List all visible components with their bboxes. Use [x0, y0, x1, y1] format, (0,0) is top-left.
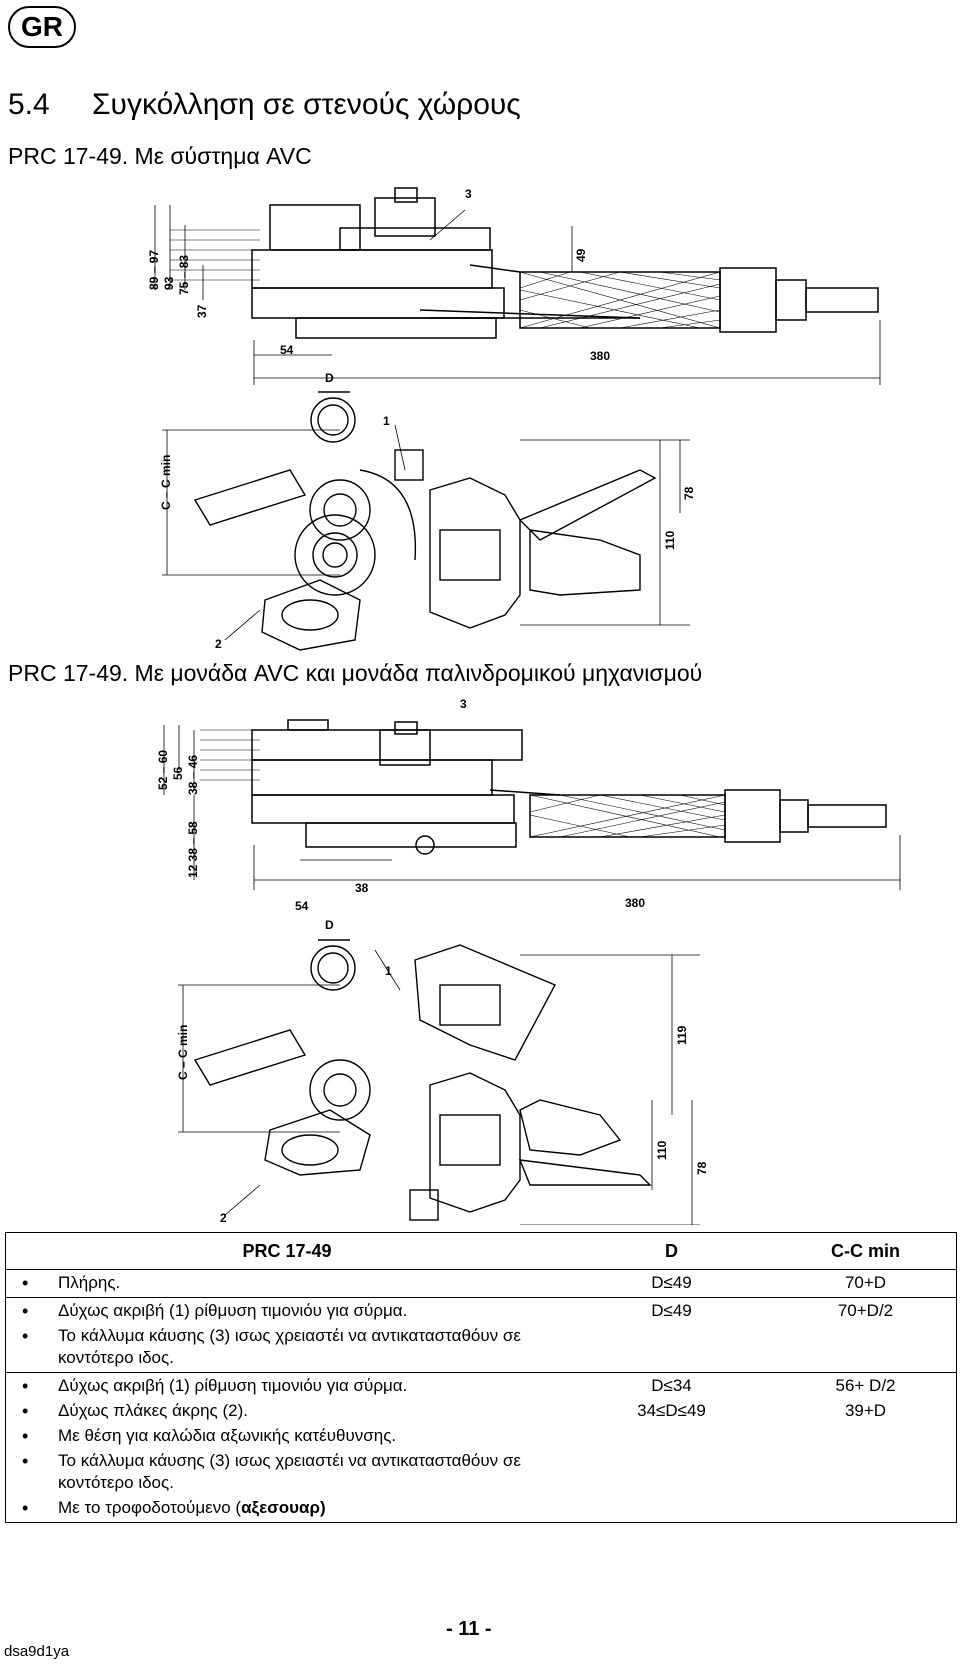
fig1-dim-f: 54: [280, 343, 294, 357]
header-d: D: [568, 1232, 775, 1270]
list-item: Δύχως ακριβή (1) ρίθμυση τιμονιόυ για σύ…: [22, 1300, 568, 1322]
fig2-dim-k: 110: [655, 1140, 669, 1160]
fig2-dim-a: 52 – 60: [156, 750, 170, 790]
fig1-dim-b: 93: [162, 276, 176, 290]
fig1-dim-c: 75 – 83: [177, 255, 191, 295]
fig2-dim-f: 54: [295, 899, 309, 913]
list-item: Το κάλλυμα κάυσης (3) ισως χρειαστέι να …: [22, 1325, 568, 1369]
list-item: Με θέση για καλώδια αξωνικής κατέυθυνσης…: [22, 1425, 568, 1447]
fig2-callout-1: 1: [385, 964, 392, 978]
figure2-caption: PRC 17-49. Με μονάδα AVC και μονάδα παλι…: [8, 660, 703, 686]
section-number: 5.4: [8, 88, 50, 121]
d-value: D≤49: [651, 1301, 692, 1320]
list-item: Δύχως ακριβή (1) ρίθμυση τιμονιόυ για σύ…: [22, 1375, 568, 1397]
fig2-callout-3: 3: [460, 697, 467, 711]
list-item: Το κάλλυμα κάυσης (3) ισως χρειαστέι να …: [22, 1450, 568, 1494]
table-row: Δύχως ακριβή (1) ρίθμυση τιμονιόυ για σύ…: [5, 1297, 957, 1373]
fig2-dim-l: 78: [695, 1161, 709, 1175]
d-value: D≤49: [651, 1273, 692, 1292]
fig1-callout-2: 2: [215, 637, 222, 651]
list-item: Πλήρης.: [22, 1272, 568, 1294]
list-item: Με το τροφοδοτούμενο (αξεσουαρ): [22, 1497, 568, 1519]
header-model: PRC 17-49: [5, 1232, 568, 1270]
language-badge: GR: [8, 6, 76, 48]
cc-value: 70+D: [844, 1273, 887, 1292]
cc-value: 39+D: [844, 1401, 887, 1420]
fig2-dim-c: 38 – 46: [186, 755, 200, 795]
fig2-callout-2: 2: [220, 1211, 227, 1225]
spec-table: PRC 17-49 D C-C min Πλήρης. D≤49 70+D Δύ…: [5, 1232, 957, 1523]
list-item: Δύχως πλάκες άκρης (2).: [22, 1400, 568, 1422]
fig2-dim-g: 380: [625, 896, 645, 910]
fig1-dim-j: 110: [663, 530, 677, 550]
table-header-row: PRC 17-49 D C-C min: [5, 1232, 957, 1270]
cc-value: 70+D/2: [837, 1301, 894, 1320]
fig2-dim-b: 56: [171, 766, 185, 780]
d-value: 34≤D≤49: [637, 1401, 706, 1420]
figure1-drawing: 89 – 97 93 75 – 83 37 49 54 380 3 D C – …: [147, 187, 881, 651]
table-row: Δύχως ακριβή (1) ρίθμυση τιμονιόυ για σύ…: [6, 1373, 957, 1523]
d-value: D≤34: [651, 1376, 692, 1395]
cc-value: 56+ D/2: [835, 1376, 896, 1395]
list-item-text: Με το τροφοδοτούμενο (: [58, 1498, 242, 1517]
fig2-dim-h: D: [325, 918, 334, 932]
fig2-dim-i: C – C min: [176, 1025, 190, 1080]
fig2-dim-e: 38: [355, 881, 369, 895]
figure2-drawing: 52 – 60 56 38 – 46 12 38 – 58 38 54 380 …: [156, 697, 901, 1225]
fig1-dim-k: 78: [682, 486, 696, 500]
fig1-dim-e: 49: [574, 248, 588, 262]
fig1-dim-g: 380: [590, 349, 610, 363]
document-code: dsa9d1ya: [4, 1643, 70, 1660]
page-number: - 11 -: [446, 1618, 492, 1640]
fig2-dim-j: 119: [675, 1025, 689, 1045]
figure1-caption: PRC 17-49. Με σύστημα AVC: [8, 143, 312, 169]
fig2-dim-d: 12 38 – 58: [186, 821, 200, 878]
fig1-dim-d: 37: [195, 304, 209, 318]
section-title: 5.4 Συγκόλληση σε στενούς χώρους: [8, 88, 521, 122]
fig1-callout-1: 1: [383, 414, 390, 428]
fig1-dim-a: 89 – 97: [147, 250, 161, 290]
header-cc: C-C min: [775, 1232, 957, 1270]
table-row: Πλήρης. D≤49 70+D: [5, 1269, 957, 1298]
section-title-text: Συγκόλληση σε στενούς χώρους: [92, 88, 521, 121]
fig1-callout-3: 3: [465, 187, 472, 201]
fig1-dim-h: D: [325, 371, 334, 385]
list-item-bold: αξεσουαρ): [241, 1498, 326, 1517]
fig1-dim-i: C – C min: [159, 455, 173, 510]
